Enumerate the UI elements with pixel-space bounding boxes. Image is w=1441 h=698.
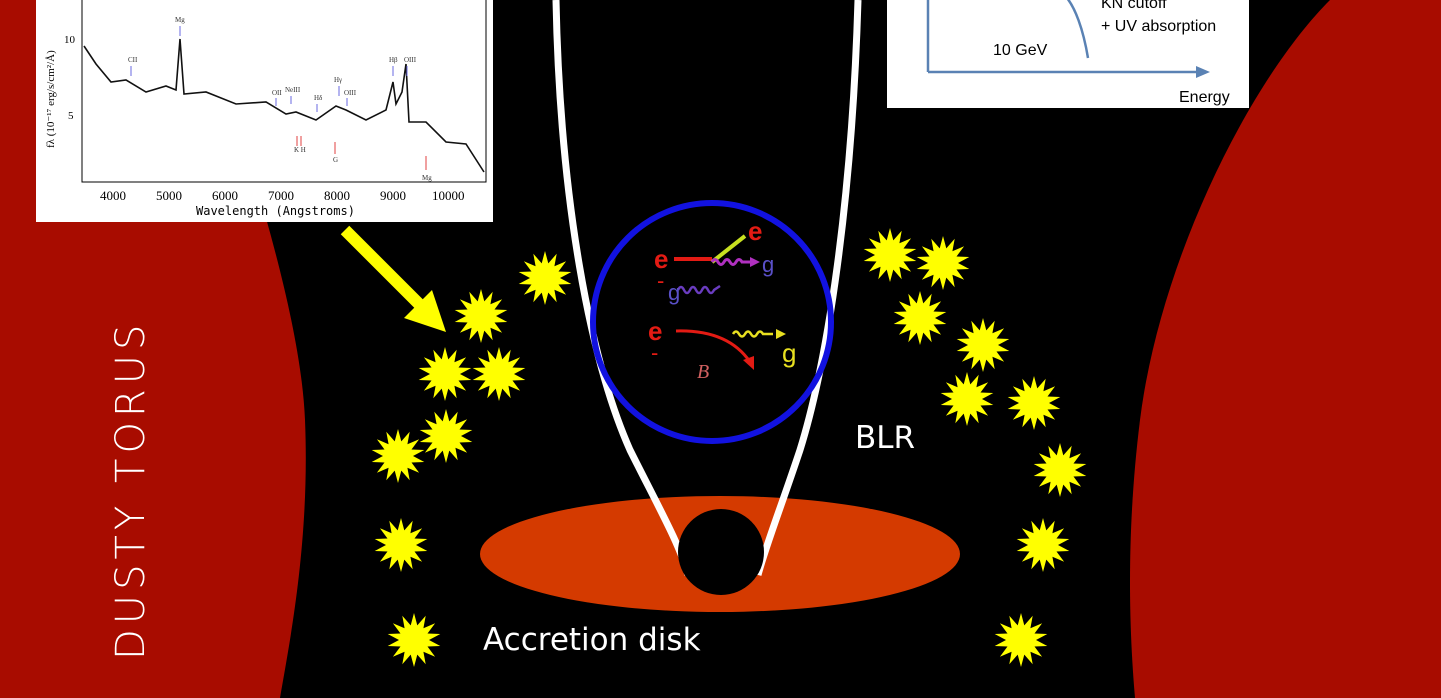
- spectrum-curve: [83, 38, 485, 173]
- cutoff-text-1: KN cutoff: [1101, 0, 1167, 12]
- ic-incoming-photon: [676, 284, 721, 295]
- ic-electron-charge: -: [657, 268, 664, 293]
- black-hole: [678, 509, 764, 595]
- blr-cloud-star: [387, 613, 441, 667]
- y-tick-10: 10: [64, 34, 76, 46]
- line-Hbeta: Hβ: [389, 56, 398, 64]
- blr-cloud-star: [419, 409, 473, 463]
- blr-cloud-star: [1007, 376, 1061, 430]
- torus-right: [1130, 0, 1441, 698]
- x-tick-9000: 9000: [380, 188, 406, 203]
- synchrotron-process: e - B g: [648, 316, 796, 383]
- blr-cloud-star: [454, 289, 508, 343]
- blr-cloud-star: [940, 372, 994, 426]
- spectrum-inset: 4000 5000 6000 7000 8000 9000 10000 Wave…: [36, 0, 493, 222]
- blr-clouds: [371, 228, 1087, 667]
- jet-right-wall: [754, 0, 862, 576]
- blr-cloud-star: [418, 347, 472, 401]
- jet-left-wall: [552, 0, 692, 576]
- blr-cloud-star: [518, 251, 572, 305]
- x-tick-5000: 5000: [156, 188, 182, 203]
- ic-electron-in: e: [654, 244, 668, 274]
- emission-region-circle: [590, 200, 834, 444]
- x-tick-7000: 7000: [268, 188, 294, 203]
- line-KH: K H: [294, 146, 306, 154]
- blr-cloud-star: [956, 318, 1010, 372]
- x-tick-4000: 4000: [100, 188, 126, 203]
- sync-electron-charge: -: [651, 340, 658, 365]
- dusty-torus-label: DUSTY TORUS: [108, 319, 154, 660]
- sync-electron-path: [675, 329, 752, 363]
- sync-electron: e: [648, 316, 662, 346]
- line-Mg-abs: Mg: [422, 174, 432, 182]
- blr-cloud-star: [916, 236, 970, 290]
- energy-axis-arrow: [1196, 66, 1210, 78]
- energy-marker: 10 GeV: [993, 42, 1048, 59]
- y-tick-5: 5: [68, 110, 74, 122]
- x-tick-10000: 10000: [432, 188, 465, 203]
- line-Mg: Mg: [175, 16, 185, 24]
- ic-outgoing-photon: [710, 258, 750, 266]
- cutoff-curve: [1066, 0, 1090, 59]
- ic-electron-out: e: [748, 216, 762, 246]
- energy-spectrum-inset: KN cutoff + UV absorption 10 GeV Energy: [887, 0, 1249, 108]
- energy-axis-label: Energy: [1179, 89, 1230, 106]
- line-NeIII: NeIII: [285, 86, 301, 94]
- x-axis-label: Wavelength (Angstroms): [196, 204, 355, 218]
- blr-cloud-star: [374, 518, 428, 572]
- blr-cloud-star: [1033, 443, 1087, 497]
- cutoff-text-2: + UV absorption: [1101, 18, 1216, 35]
- line-Hgamma: Hγ: [334, 76, 342, 84]
- line-G: G: [333, 156, 338, 164]
- blr-cloud-star: [863, 228, 917, 282]
- line-OIII-a: OIII: [344, 89, 357, 97]
- sync-photon-label: g: [782, 338, 796, 368]
- blr-cloud-star: [472, 347, 526, 401]
- line-OII: OII: [272, 89, 282, 97]
- blr-cloud-star: [893, 291, 947, 345]
- blr-cloud-star: [371, 429, 425, 483]
- x-tick-8000: 8000: [324, 188, 350, 203]
- ic-photon-out-label: g: [762, 252, 774, 277]
- inverse-compton-process: e - g e g: [654, 216, 774, 305]
- spectrum-arrow: [340, 225, 446, 332]
- line-CII: CII: [128, 56, 138, 64]
- ic-scattered-electron-track: [710, 234, 747, 264]
- blr-label: BLR: [855, 420, 916, 456]
- sync-photon: [731, 330, 773, 338]
- y-axis-label: fλ (10⁻¹⁷ erg/s/cm²/Å): [45, 50, 57, 148]
- accretion-disk-label: Accretion disk: [483, 622, 701, 658]
- ic-photon-in-label: g: [668, 280, 680, 305]
- blr-cloud-star: [1016, 518, 1070, 572]
- line-OIII-b: OIII: [404, 56, 417, 64]
- line-Hdelta: Hδ: [314, 94, 323, 102]
- blr-cloud-star: [994, 613, 1048, 667]
- sync-field-label: B: [697, 361, 709, 383]
- x-tick-6000: 6000: [212, 188, 238, 203]
